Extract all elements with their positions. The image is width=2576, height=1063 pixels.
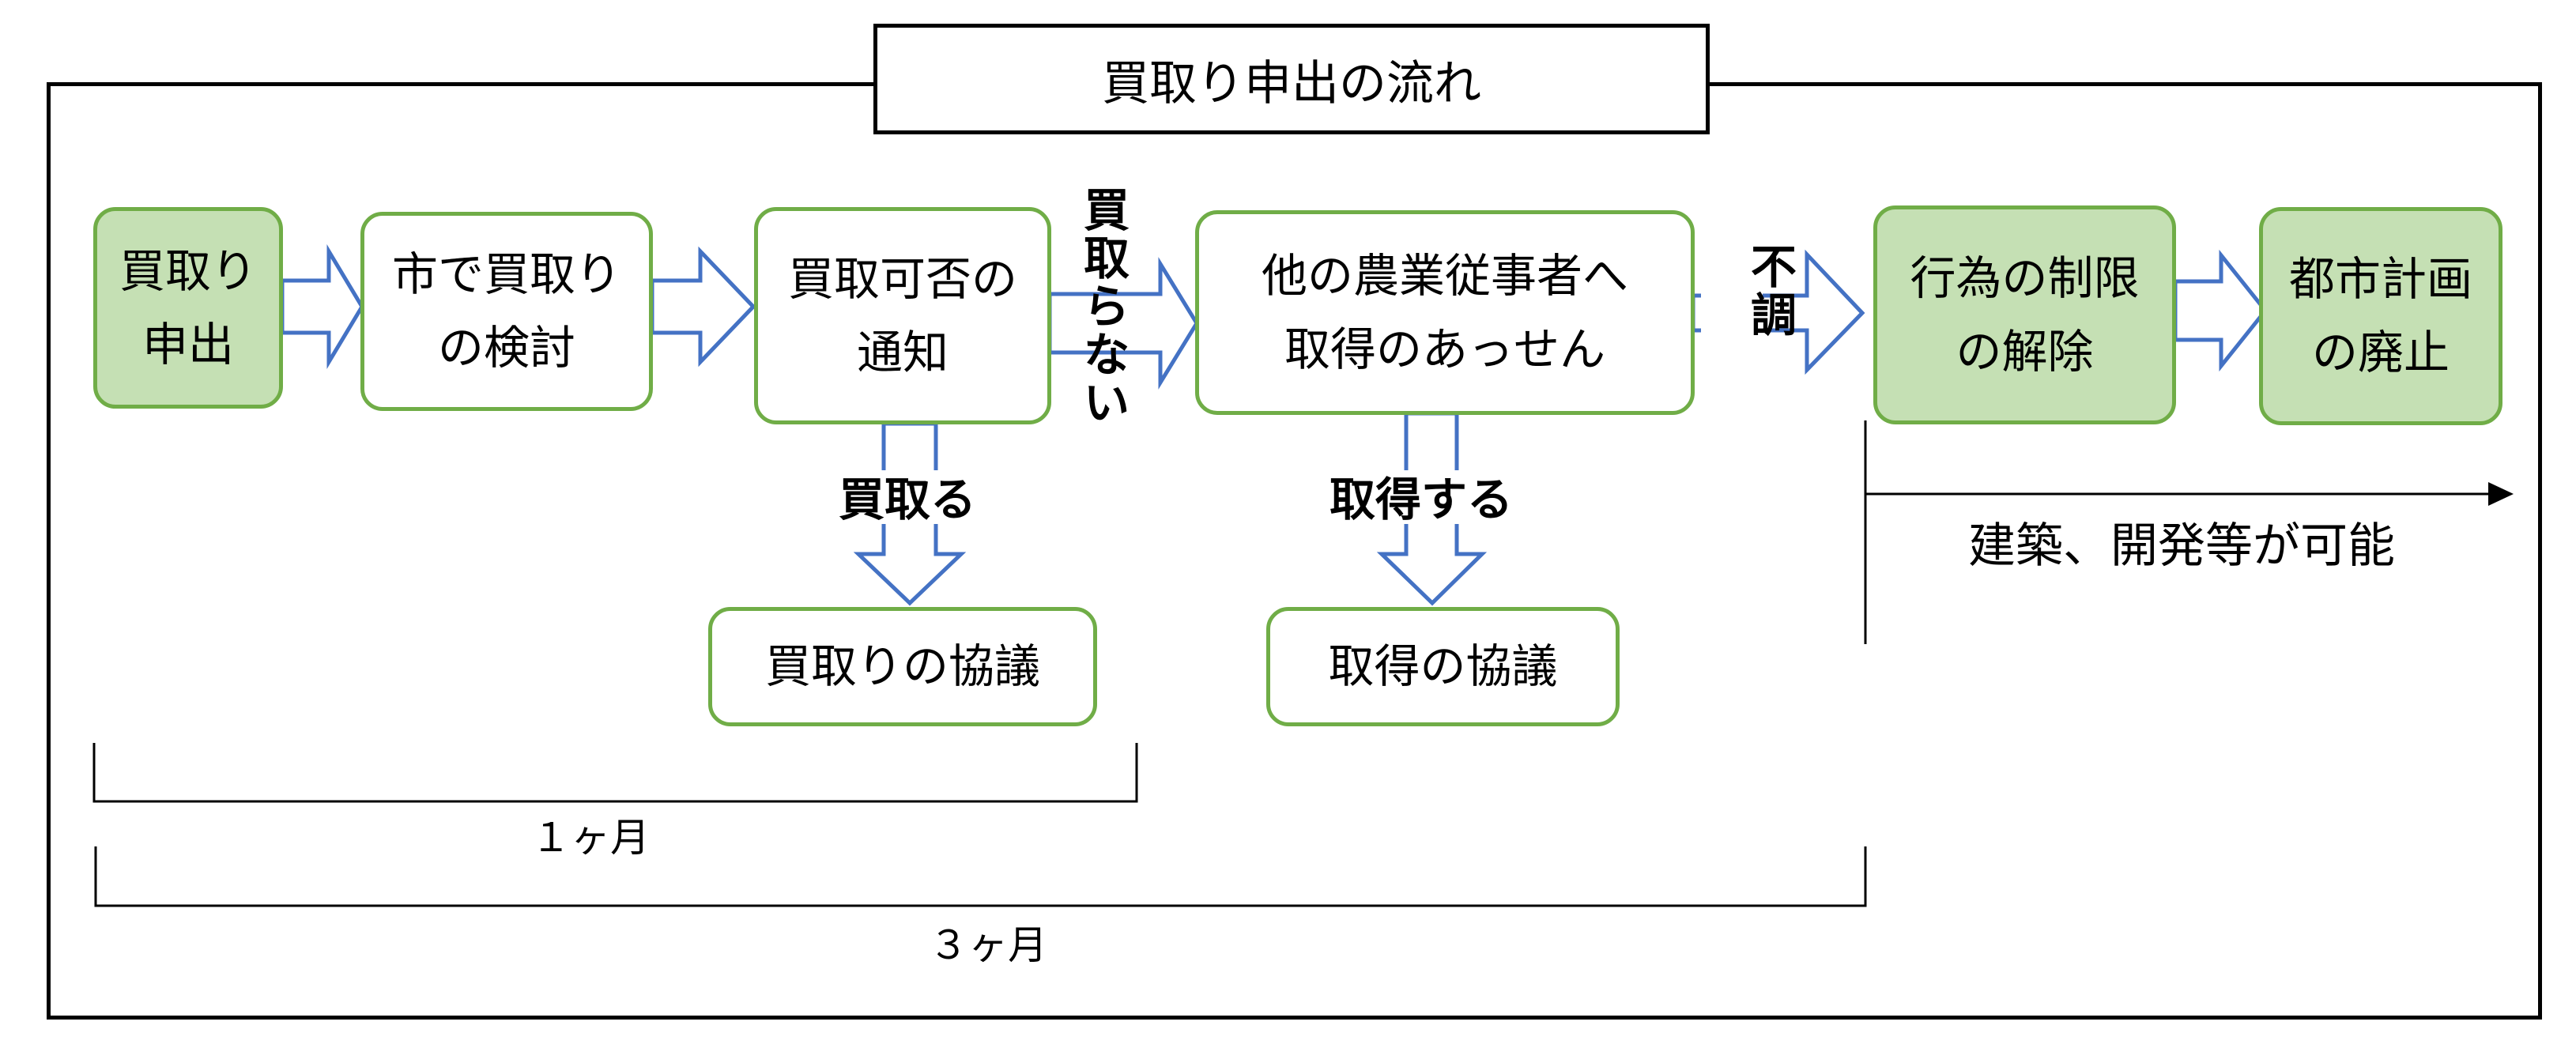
- label-three-months: ３ヶ月: [929, 922, 1047, 968]
- node-abolish: 都市計画 の廃止: [2259, 207, 2502, 425]
- label-not-buy: 買取らない: [1083, 183, 1130, 430]
- arrow-review-to-notice: [650, 246, 756, 368]
- node-city-review: 市で買取り の検討: [360, 212, 653, 411]
- label-failed: 不調: [1750, 240, 1797, 342]
- node-purchase-consult: 買取りの協議: [708, 607, 1097, 726]
- bracket-three-months: [94, 846, 1867, 907]
- note-after-release: 建築、開発等が可能: [1968, 518, 2395, 574]
- node-release: 行為の制限 の解除: [1873, 205, 2176, 424]
- label-one-month: １ヶ月: [531, 815, 650, 861]
- node-acquire-consult: 取得の協議: [1266, 607, 1620, 726]
- after-release-arrowhead: [2488, 482, 2514, 506]
- arrow-request-to-review: [280, 243, 364, 370]
- label-buy: 買取る: [839, 473, 977, 526]
- label-acquire: 取得する: [1329, 473, 1514, 526]
- arrow-release-to-abolish: [2173, 249, 2269, 372]
- bracket-one-month: [92, 743, 1138, 803]
- node-notice: 買取可否の 通知: [754, 207, 1051, 424]
- node-mediation: 他の農業従事者へ 取得のあっせん: [1195, 210, 1695, 415]
- diagram-title: 買取り申出の流れ: [873, 24, 1710, 134]
- node-request: 買取り 申出: [93, 207, 283, 409]
